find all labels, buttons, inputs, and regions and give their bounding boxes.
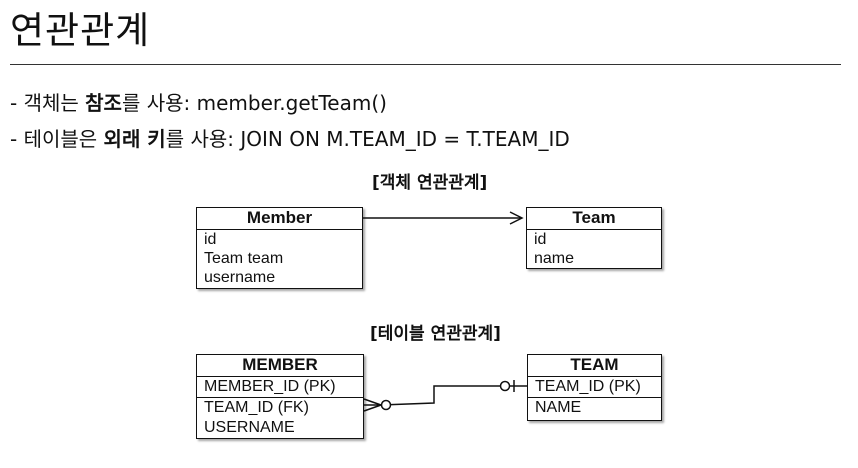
member-table-name: MEMBER	[197, 355, 363, 377]
team-table-name: TEAM	[528, 355, 661, 377]
member-attr-team: Team team	[204, 250, 284, 267]
bullet-prefix: - 객체는	[10, 91, 86, 115]
team-attr-name: name	[534, 250, 575, 267]
bullet-bold: 참조	[85, 91, 122, 115]
page-title: 연관관계	[10, 9, 151, 52]
team-table-pk: TEAM_ID (PK)	[528, 377, 661, 398]
member-class-name: Member	[197, 208, 362, 230]
team-table-name-col: NAME	[535, 399, 582, 416]
member-class-box: Member id Team team username	[196, 207, 363, 289]
bullet-object-reference: - 객체는 참조를 사용: member.getTeam()	[10, 89, 387, 117]
bullet-suffix: 를 사용: JOIN ON M.TEAM_ID = T.TEAM_ID	[165, 127, 570, 151]
bullet-prefix: - 테이블은	[10, 127, 104, 151]
bullet-suffix: 를 사용: member.getTeam()	[121, 91, 387, 115]
crows-foot-upper-icon	[363, 398, 382, 406]
zero-circle-member-icon	[380, 399, 392, 411]
bullet-bold: 외래 키	[103, 127, 166, 151]
member-table-pk: MEMBER_ID (PK)	[197, 377, 363, 398]
fk-relationship-line	[364, 385, 527, 406]
arrow-head-icon	[509, 211, 524, 225]
title-divider	[10, 64, 841, 65]
team-class-box: Team id name	[526, 207, 662, 269]
member-table-username: USERNAME	[204, 419, 295, 436]
team-class-name: Team	[527, 208, 661, 230]
member-attr-id: id	[204, 231, 217, 248]
crows-foot-lower-icon	[363, 404, 382, 412]
zero-circle-team-icon	[499, 380, 511, 392]
object-diagram-title: [객체 연관관계]	[372, 173, 488, 193]
table-diagram-title: [테이블 연관관계]	[370, 324, 501, 344]
member-table-fk: TEAM_ID (FK)	[204, 399, 309, 416]
member-attr-username: username	[204, 269, 276, 286]
team-attr-id: id	[534, 231, 547, 248]
member-table-box: MEMBER MEMBER_ID (PK) TEAM_ID (FK) USERN…	[196, 354, 364, 439]
team-table-box: TEAM TEAM_ID (PK) NAME	[527, 354, 662, 421]
bullet-table-foreign-key: - 테이블은 외래 키를 사용: JOIN ON M.TEAM_ID = T.T…	[10, 125, 570, 153]
